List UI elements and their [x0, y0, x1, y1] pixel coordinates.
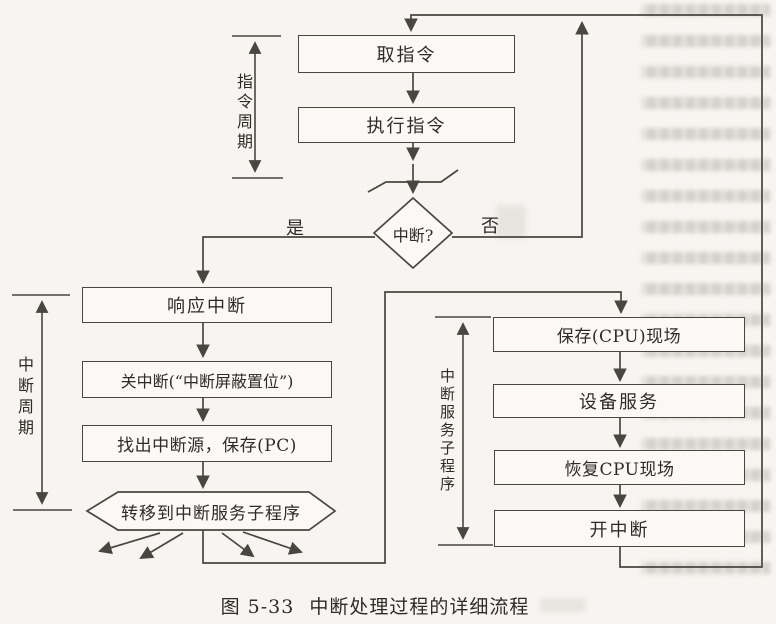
- connector-lines: [98, 14, 763, 568]
- fanout-arrow-1: [98, 532, 161, 555]
- interrupt-cycle-label: 中断周期: [15, 356, 34, 440]
- figure-caption-title: 中断处理过程的详细流程: [309, 596, 530, 618]
- figure-caption: 图 5-33 中断处理过程的详细流程: [160, 592, 590, 619]
- figure-caption-number: 图 5-33: [220, 596, 295, 618]
- service-routine-label: 中断服务子程序: [438, 368, 456, 494]
- yes-branch-label: 是: [286, 218, 304, 239]
- device-service-box: 设备服务: [493, 384, 745, 418]
- interrupt-decision-diamond: [372, 196, 454, 270]
- instruction-cycle-label: 指令周期: [234, 73, 253, 153]
- interrupt-decision-label: 中断?: [392, 225, 434, 245]
- respond-interrupt-box: 响应中断: [82, 287, 332, 323]
- find-interrupt-source-box: 找出中断源，保存(PC): [82, 425, 332, 462]
- yes-branch-line: [196, 236, 375, 285]
- transfer-to-service-line: [202, 291, 628, 564]
- fanout-arrow-2: [139, 532, 184, 560]
- execute-instruction-box: 执行指令: [298, 107, 515, 143]
- restore-cpu-context-box: 恢复CPU现场: [494, 450, 745, 485]
- transfer-hexagon: [85, 491, 337, 531]
- no-branch-line: [452, 20, 589, 238]
- break-mark: [367, 169, 459, 193]
- cycle-brackets: [12, 35, 493, 546]
- disable-interrupt-box: 关中断(“中断屏蔽置位”): [82, 361, 332, 398]
- return-loop-line: [404, 14, 763, 568]
- save-cpu-context-box: 保存(CPU)现场: [493, 317, 745, 352]
- no-branch-label: 否: [481, 216, 499, 237]
- fanout-arrow-3: [221, 532, 255, 558]
- fanout-arrow-4: [242, 531, 303, 555]
- transfer-hexagon-label: 转移到中断服务子程序: [121, 504, 301, 524]
- fetch-instruction-box: 取指令: [298, 35, 515, 73]
- enable-interrupt-box: 开中断: [494, 510, 745, 547]
